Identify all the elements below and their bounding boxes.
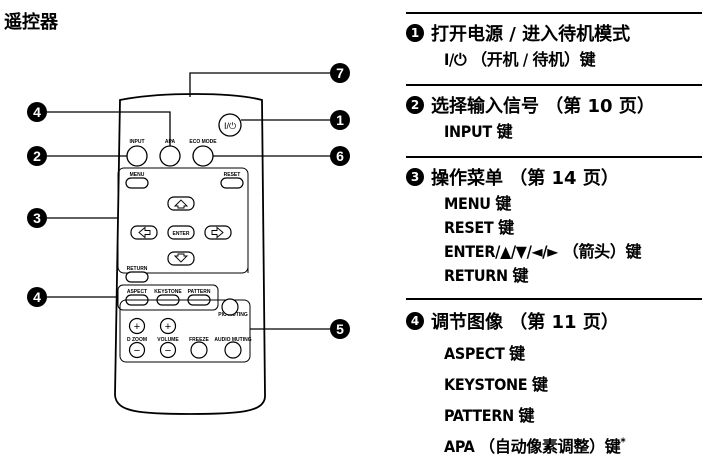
keystone-label: KEYSTONE bbox=[154, 289, 182, 295]
remote-diagram: I/⏻ INPUT APA ECO MODE MENU RESET ENTER … bbox=[27, 63, 350, 415]
right-arrow-icon bbox=[211, 226, 224, 239]
volume-plus-glyph: + bbox=[165, 321, 171, 333]
callout-3: 3 bbox=[27, 208, 47, 228]
section-3: 3 操作菜单 （第 14 页） MENU 键 RESET 键 ENTER/▲/▼… bbox=[406, 164, 706, 286]
d-zoom-minus-glyph: − bbox=[134, 345, 140, 357]
divider bbox=[406, 156, 702, 158]
section-2-item-1: INPUT 键 bbox=[444, 122, 513, 141]
section-3-heading: 操作菜单 （第 14 页） bbox=[431, 168, 619, 189]
audio-muting-label: AUDIO MUTING bbox=[214, 337, 251, 343]
bottom-group-frame bbox=[119, 299, 251, 363]
return-label: RETURN bbox=[127, 266, 148, 272]
volume-label: VOLUME bbox=[157, 337, 179, 343]
leader-lines bbox=[47, 72, 330, 330]
section-2-heading: 选择输入信号 （第 10 页） bbox=[431, 96, 655, 117]
eco-mode-label: ECO MODE bbox=[189, 139, 217, 145]
svg-text:4: 4 bbox=[33, 289, 41, 305]
apa-button[interactable] bbox=[159, 145, 181, 167]
up-arrow-icon bbox=[173, 199, 189, 209]
d-zoom-label: D ZOOM bbox=[127, 337, 147, 343]
svg-text:7: 7 bbox=[336, 65, 344, 81]
left-arrow-button[interactable] bbox=[130, 225, 158, 240]
divider bbox=[406, 84, 702, 86]
section-1-number: 1 bbox=[406, 24, 424, 42]
svg-text:5: 5 bbox=[336, 321, 344, 337]
section-4-item-2: KEYSTONE 键 bbox=[444, 375, 548, 394]
volume-minus-glyph: − bbox=[165, 345, 171, 357]
section-4-item-3: PATTERN 键 bbox=[444, 406, 535, 425]
eco-mode-button[interactable] bbox=[192, 145, 214, 167]
footnote-mark: * bbox=[620, 435, 626, 449]
divider bbox=[406, 12, 702, 14]
svg-text:1: 1 bbox=[336, 112, 344, 128]
power-button-label: I/⏻ bbox=[224, 121, 236, 131]
return-button[interactable] bbox=[125, 271, 149, 283]
freeze-label: FREEZE bbox=[189, 337, 209, 343]
volume-minus-button[interactable] bbox=[159, 341, 177, 359]
svg-text:2: 2 bbox=[33, 148, 41, 164]
down-arrow-button[interactable] bbox=[167, 251, 195, 266]
aspect-label: ASPECT bbox=[127, 289, 147, 295]
callout-7: 7 bbox=[330, 63, 350, 83]
callout-2: 2 bbox=[27, 146, 47, 166]
section-4-heading: 调节图像 （第 11 页） bbox=[431, 312, 619, 333]
section-3-item-2: RESET 键 bbox=[444, 218, 514, 237]
page-title: 遥控器 bbox=[4, 12, 58, 33]
svg-text:3: 3 bbox=[33, 210, 41, 226]
enter-label: ENTER bbox=[173, 231, 190, 237]
callout-6: 6 bbox=[330, 146, 350, 166]
power-button[interactable] bbox=[218, 113, 242, 137]
svg-text:4: 4 bbox=[33, 104, 41, 120]
section-1: 1 打开电源 / 进入待机模式 I/⏻ （开机 / 待机）键 bbox=[406, 20, 706, 70]
pic-muting-button[interactable] bbox=[221, 298, 239, 316]
section-2-number: 2 bbox=[406, 96, 424, 114]
down-arrow-icon bbox=[173, 253, 189, 263]
reset-label: RESET bbox=[224, 172, 241, 178]
svg-text:6: 6 bbox=[336, 148, 344, 164]
right-arrow-button[interactable] bbox=[204, 225, 232, 240]
section-4-number: 4 bbox=[406, 312, 424, 330]
callout-1: 1 bbox=[330, 110, 350, 130]
divider bbox=[406, 298, 702, 300]
d-zoom-plus-button[interactable] bbox=[128, 317, 146, 335]
enter-button[interactable] bbox=[167, 225, 195, 240]
section-2: 2 选择输入信号 （第 10 页） INPUT 键 bbox=[406, 92, 706, 142]
callout-4-bottom: 4 bbox=[27, 287, 47, 307]
left-arrow-icon bbox=[138, 226, 151, 239]
section-4-item-4: APA （自动像素调整）键* bbox=[444, 433, 706, 455]
d-zoom-minus-button[interactable] bbox=[128, 341, 146, 359]
section-3-item-3: ENTER/▲/▼/◄/► （箭头）键 bbox=[444, 242, 642, 261]
callout-4-top: 4 bbox=[27, 102, 47, 122]
section-3-item-1: MENU 键 bbox=[444, 194, 512, 213]
pattern-label: PATTERN bbox=[188, 289, 211, 295]
reset-button[interactable] bbox=[220, 177, 244, 189]
callout-5: 5 bbox=[330, 319, 350, 339]
section-4-item-4-text: APA （自动像素调整）键 bbox=[444, 437, 621, 455]
d-zoom-plus-glyph: + bbox=[134, 321, 140, 333]
audio-muting-button[interactable] bbox=[224, 341, 242, 359]
section-1-item-1: I/⏻ （开机 / 待机）键 bbox=[444, 50, 596, 69]
section-4-item-1: ASPECT 键 bbox=[444, 344, 525, 363]
volume-plus-button[interactable] bbox=[159, 317, 177, 335]
freeze-button[interactable] bbox=[190, 341, 208, 359]
section-4: 4 调节图像 （第 11 页） ASPECT 键 KEYSTONE 键 PATT… bbox=[406, 308, 706, 455]
section-1-heading: 打开电源 / 进入待机模式 bbox=[431, 24, 631, 45]
up-arrow-button[interactable] bbox=[167, 196, 195, 211]
input-label: INPUT bbox=[130, 139, 145, 145]
input-button[interactable] bbox=[126, 145, 148, 167]
section-3-number: 3 bbox=[406, 168, 424, 186]
menu-label: MENU bbox=[130, 172, 145, 178]
menu-button[interactable] bbox=[125, 177, 149, 189]
section-3-item-4: RETURN 键 bbox=[444, 266, 529, 285]
